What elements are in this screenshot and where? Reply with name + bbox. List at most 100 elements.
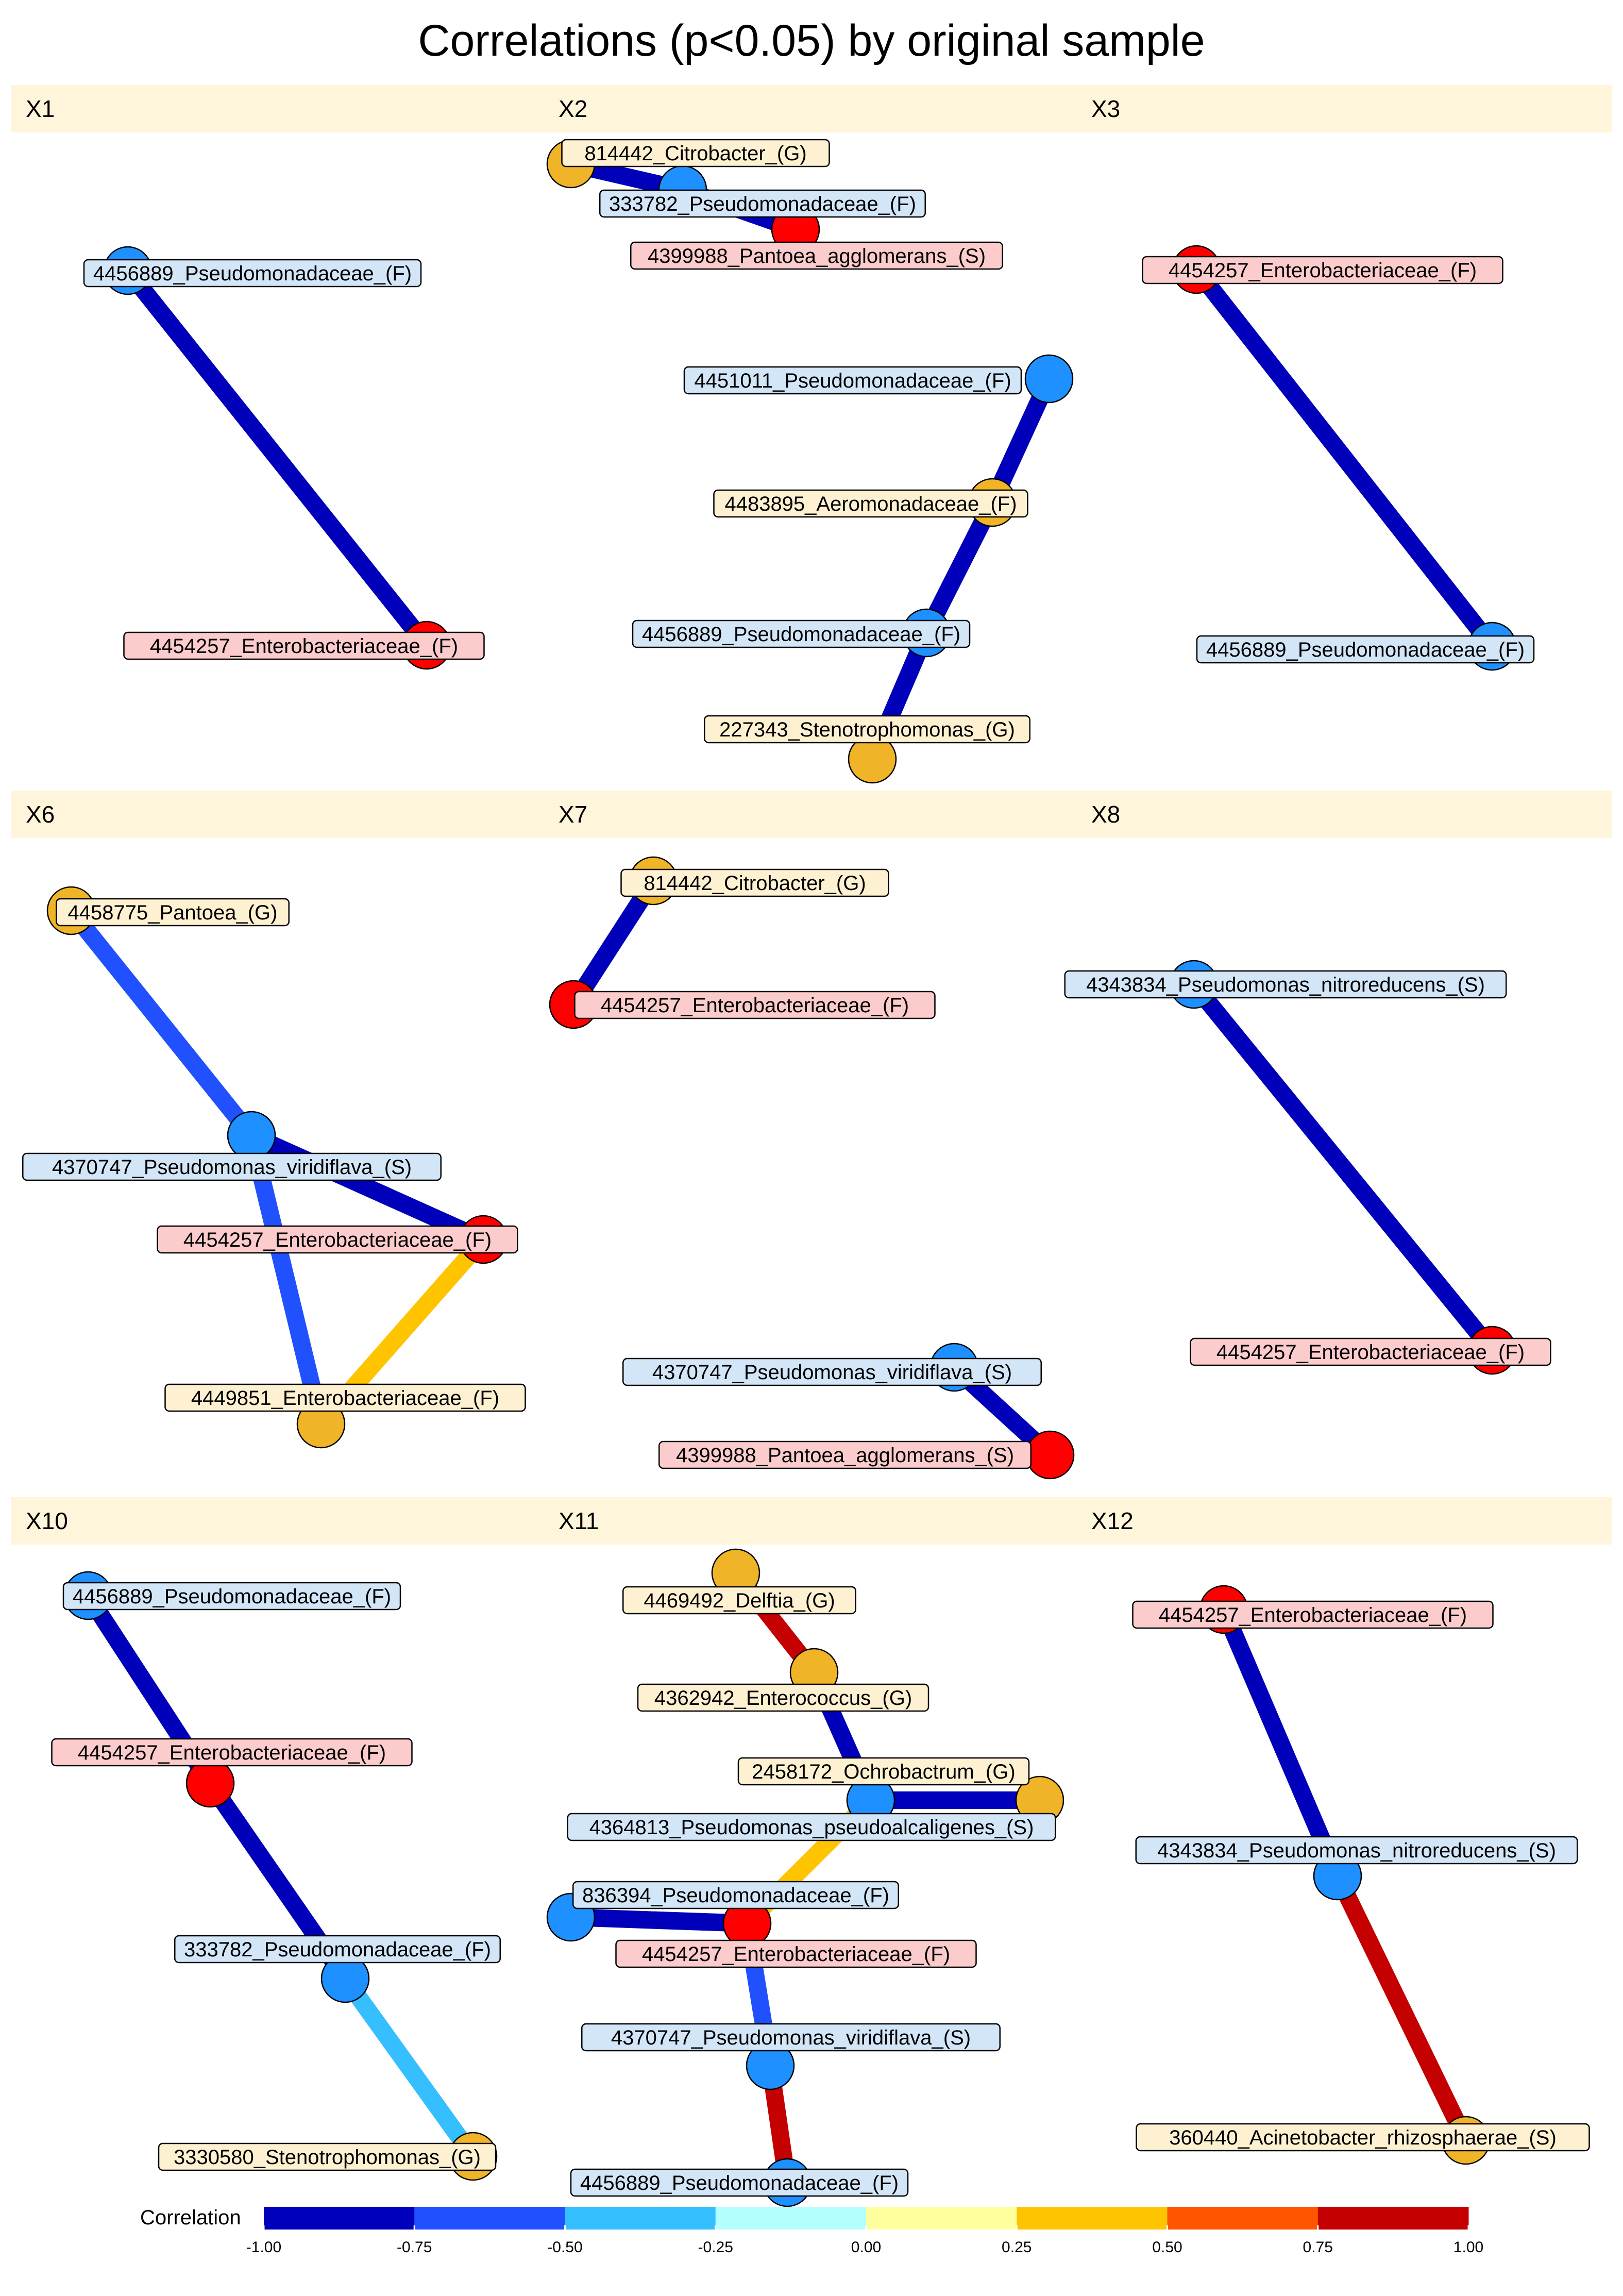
node-label: 3330580_Stenotrophomonas_(G) [174, 2146, 481, 2169]
node-label: 4451011_Pseudomonadaceae_(F) [694, 370, 1011, 392]
edge-e-f [570, 1908, 748, 1932]
panel-strip [544, 85, 1077, 132]
node-label: 4454257_Enterobacteriaceae_(F) [601, 994, 909, 1017]
node-label-box [164, 1383, 526, 1412]
node-label: 4454257_Enterobacteriaceae_(F) [1216, 1341, 1525, 1364]
panel-x6: X64458775_Pantoea_(G)4370747_Pseudomonas… [11, 791, 544, 1449]
legend-tick-label: -0.50 [547, 2239, 582, 2256]
node-b[interactable] [227, 1111, 276, 1160]
panel-x7: X7 814442_Citrobacter_(G)4454257_Enteroba… [544, 791, 1077, 1480]
edge-a-b [1189, 264, 1499, 652]
node-label: 2458172_Ochrobactrum_(G) [752, 1761, 1015, 1783]
node-label-box [22, 1152, 442, 1181]
panel-strip [544, 1497, 1077, 1545]
node-label-box [123, 631, 485, 660]
node-label: 4456889_Pseudomonadaceae_(F) [1206, 639, 1525, 661]
panel-title: X7 [559, 801, 587, 828]
node-labels: 814442_Citrobacter_(G)333782_Pseudomonad… [561, 139, 1030, 744]
node-label: 4364813_Pseudomonas_pseudoalcaligenes_(S… [589, 1816, 1034, 1839]
node-label: 333782_Pseudomonadaceae_(F) [609, 193, 916, 215]
legend-tick-label: 0.00 [851, 2239, 881, 2256]
edge-a-b [64, 905, 259, 1141]
node-label-box [622, 1358, 1042, 1386]
node-labels: 4458775_Pantoea_(G) 4370747_Pseudomonas_v… [22, 898, 526, 1412]
node-label: 4456889_Pseudomonadaceae_(F) [580, 2172, 899, 2194]
node-label: 4362942_Enterococcus_(G) [654, 1687, 912, 1710]
node-label-box [62, 1582, 401, 1611]
panel-strip [1077, 1497, 1612, 1545]
node-label-box [581, 2023, 1001, 2052]
node-label: 4370747_Pseudomonas_viridiflava_(S) [52, 1156, 412, 1179]
node-label: 4370747_Pseudomonas_viridiflava_(S) [611, 2026, 971, 2049]
node-label: 4456889_Pseudomonadaceae_(F) [642, 623, 960, 646]
legend-tick-label: -0.75 [397, 2239, 432, 2256]
edges [121, 265, 434, 651]
node-label: 4458775_Pantoea_(G) [68, 901, 278, 924]
legend-tick-label: 1.00 [1453, 2239, 1483, 2256]
node-label-box [157, 1225, 518, 1254]
node-label: 836394_Pseudomonadaceae_(F) [582, 1884, 889, 1907]
edge-a-b [566, 876, 661, 1010]
node-label: 4454257_Enterobacteriaceae_(F) [642, 1943, 950, 1966]
panel-title: X2 [559, 95, 587, 122]
legend-swatch [1167, 2207, 1318, 2230]
node-label: 4343834_Pseudomonas_nitroreducens_(S) [1157, 1839, 1556, 1862]
edge-c-d [338, 1973, 480, 2161]
edge-a-b [1187, 979, 1499, 1356]
edge-b-c [248, 1127, 487, 1248]
node-label-box [1064, 970, 1507, 999]
node-labels: 4343834_Pseudomonas_nitroreducens_(S)445… [1064, 970, 1551, 1366]
node-label-box [683, 366, 1022, 395]
edges [1187, 979, 1499, 1356]
edge-b-d [243, 1133, 330, 1426]
panel-x8: X8 4343834_Pseudomonas_nitroreducens_(S)4… [1064, 791, 1612, 1375]
node-label-box [599, 189, 926, 218]
node-label-box [574, 991, 936, 1019]
edge-a-b [1215, 1606, 1346, 1880]
node-label-box [83, 259, 422, 288]
node-label-box [713, 489, 1028, 518]
edges [1189, 264, 1499, 652]
node-label-box [561, 139, 830, 167]
panel-title: X11 [559, 1507, 599, 1534]
panel-x3: X34454257_Enterobacteriaceae_(F)4456889_… [1077, 85, 1612, 671]
node-label-box [622, 1586, 856, 1615]
node-label-box [1135, 1836, 1578, 1865]
node-label: 227343_Stenotrophomonas_(G) [719, 718, 1015, 741]
node-label-box [704, 715, 1030, 744]
node-label: 4454257_Enterobacteriaceae_(F) [150, 635, 458, 658]
node-b[interactable] [185, 1758, 235, 1808]
figure-title: Correlations (p<0.05) by original sample [418, 16, 1205, 65]
legend-swatch [715, 2207, 867, 2230]
nodes [546, 139, 1074, 784]
node-label-box [632, 619, 971, 648]
node-label-box [615, 1939, 977, 1968]
edge-e-f [918, 498, 1001, 637]
node-label: 4483895_Aeromonadaceae_(F) [724, 493, 1017, 515]
node-d[interactable] [1025, 1430, 1075, 1480]
legend-swatch [264, 2207, 415, 2230]
legend-swatch [414, 2207, 565, 2230]
node-label-box [158, 2142, 497, 2171]
legend-swatch [565, 2207, 716, 2230]
edges [1215, 1606, 1474, 2144]
legend-tick-label: 0.25 [1002, 2239, 1032, 2256]
legend-swatch [1317, 2207, 1469, 2230]
legend-tick-label: 0.50 [1152, 2239, 1182, 2256]
node-label-box [51, 1738, 413, 1767]
panel-title: X8 [1091, 801, 1120, 828]
node-labels: 814442_Citrobacter_(G)4454257_Enterobact… [574, 868, 1042, 1469]
node-label-box [570, 2168, 909, 2197]
node-labels: 4456889_Pseudomonadaceae_(F) 4454257_Ente… [83, 259, 485, 660]
node-label-box [1196, 635, 1535, 664]
node-d[interactable] [1024, 354, 1074, 404]
node-label: 4456889_Pseudomonadaceae_(F) [93, 262, 412, 285]
panel-x1: X14456889_Pseudomonadaceae_(F)4454257_En… [11, 85, 544, 670]
node-label-box [637, 1683, 929, 1712]
legend-swatch [1017, 2207, 1168, 2230]
edges [64, 905, 490, 1430]
legend-tick-label: 0.75 [1303, 2239, 1333, 2256]
node-label: 4399988_Pantoea_agglomerans_(S) [676, 1444, 1014, 1467]
